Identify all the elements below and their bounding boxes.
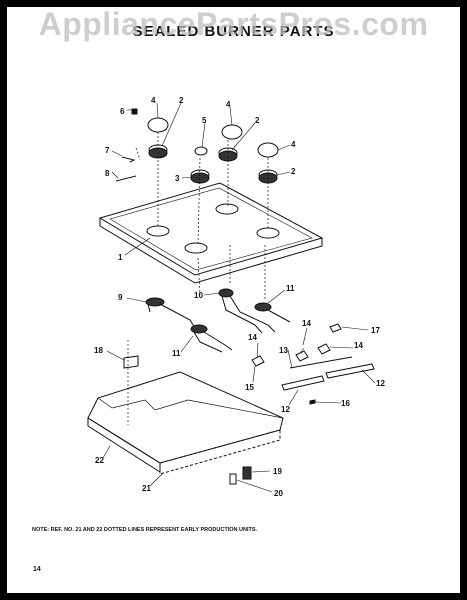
- orifice-fitting: [295, 350, 309, 362]
- callout-10: 10: [194, 291, 203, 300]
- burner-head: [190, 169, 210, 184]
- cooktop-plate-edge: [99, 218, 323, 284]
- watermark: AppliancePartsPros.com: [38, 6, 429, 42]
- cooktop-plate: [98, 182, 324, 276]
- screw: [309, 399, 316, 405]
- callout-14: 14: [302, 319, 311, 328]
- orifice-fitting: [317, 343, 331, 355]
- cooktop-inner-rim: [109, 187, 313, 271]
- burner-well: [256, 227, 280, 239]
- gas-tube: [289, 356, 353, 369]
- callout-19: 19: [273, 467, 282, 476]
- callout-5: 5: [202, 116, 207, 125]
- callout-11: 11: [172, 349, 181, 358]
- callout-6: 6: [120, 107, 125, 116]
- screw: [131, 108, 138, 115]
- callout-15: 15: [245, 383, 254, 392]
- burner-well: [215, 203, 239, 215]
- clip: [229, 473, 237, 485]
- callout-16: 16: [341, 399, 350, 408]
- callout-9: 9: [118, 293, 123, 302]
- leader-lines: [102, 102, 376, 493]
- callout-14: 14: [354, 341, 363, 350]
- callout-12: 12: [281, 405, 290, 414]
- callout-14: 14: [248, 333, 257, 342]
- callout-21: 21: [142, 484, 151, 493]
- footnote: NOTE: REF. NO. 21 AND 22 DOTTED LINES RE…: [32, 527, 258, 533]
- igniter-electrode: [121, 156, 136, 163]
- callout-13: 13: [279, 346, 288, 355]
- callout-4: 4: [226, 100, 231, 109]
- burner-valve: [145, 297, 196, 329]
- callout-17: 17: [371, 326, 380, 335]
- orifice-fitting: [329, 323, 342, 333]
- callout-2: 2: [291, 167, 296, 176]
- page-number: 14: [33, 566, 41, 573]
- callout-3: 3: [175, 174, 180, 183]
- burner-valve: [190, 324, 233, 353]
- callout-7: 7: [105, 146, 110, 155]
- clip: [242, 466, 252, 480]
- burner-well: [184, 242, 208, 254]
- burner-bracket: [281, 375, 325, 391]
- callout-18: 18: [94, 346, 103, 355]
- callout-1: 1: [118, 253, 123, 262]
- callout-8: 8: [105, 169, 110, 178]
- small-burner-cap: [194, 146, 208, 156]
- callout-4: 4: [291, 140, 296, 149]
- lower-panel: [159, 429, 281, 475]
- callout-4: 4: [151, 96, 156, 105]
- burner-cap: [147, 117, 169, 133]
- burner-valve: [254, 302, 291, 323]
- diagram-title: SEALED BURNER PARTS: [132, 23, 335, 40]
- burner-cap: [221, 124, 243, 140]
- callout-20: 20: [274, 489, 283, 498]
- burner-well: [146, 225, 170, 237]
- callout-2: 2: [179, 96, 184, 105]
- page-background: [7, 7, 460, 593]
- callout-22: 22: [95, 456, 104, 465]
- orifice-fitting: [251, 355, 265, 367]
- burner-bracket: [325, 363, 375, 379]
- callout-labels: 4 2 4 6 5 2 4 7 3 2 8 1 9 10 11 14 17 18…: [94, 96, 385, 498]
- burner-box-ridge: [97, 397, 284, 419]
- callout-2: 2: [255, 116, 260, 125]
- burner-cap: [257, 142, 279, 158]
- callout-11: 11: [286, 284, 295, 293]
- burner-valve: [218, 288, 276, 334]
- callout-12: 12: [376, 379, 385, 388]
- igniter-wire: [115, 175, 137, 182]
- alignment-lines: [127, 132, 269, 425]
- mounting-bracket: [123, 355, 139, 369]
